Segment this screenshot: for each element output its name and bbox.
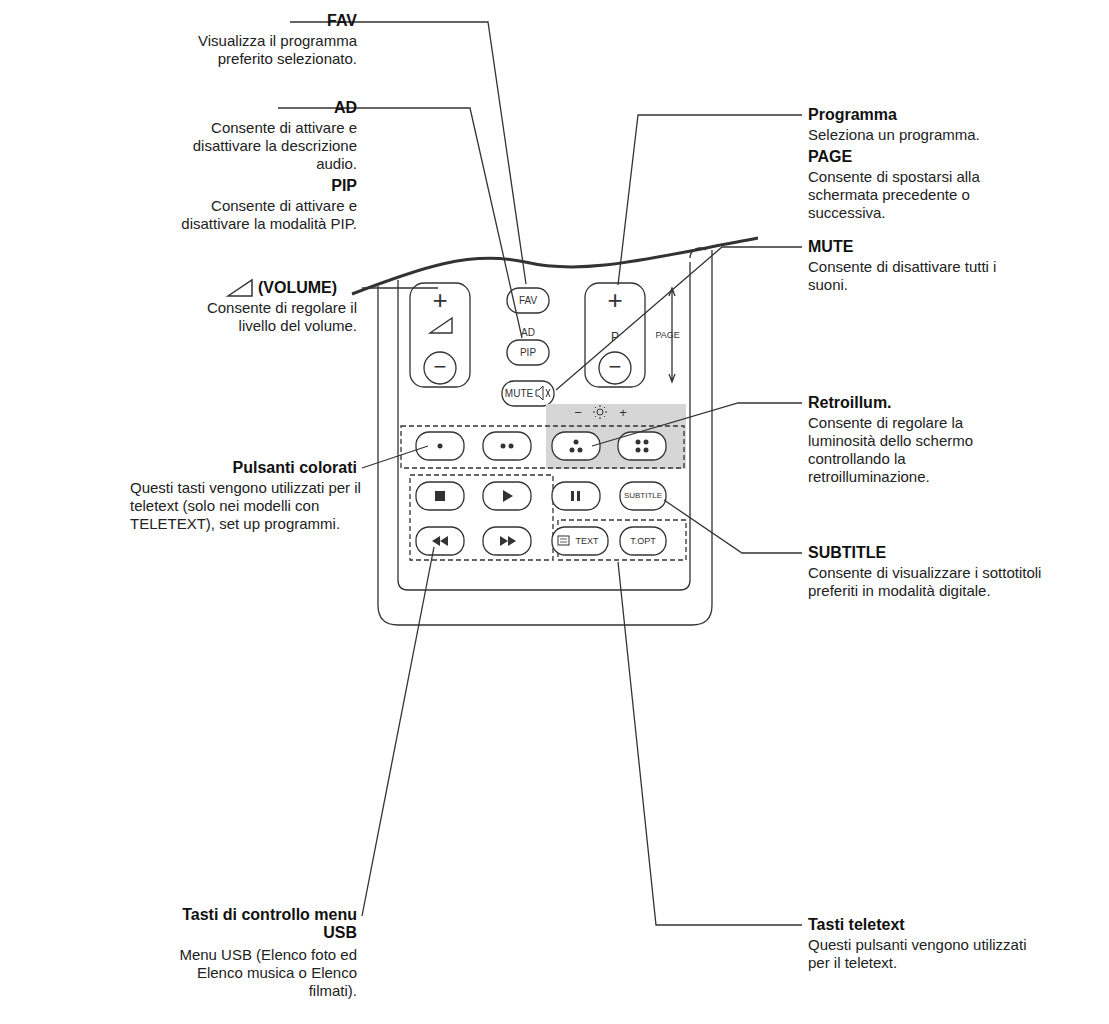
- backlight-plus: +: [619, 406, 627, 419]
- callout-heading: PIP: [207, 177, 357, 195]
- button-label: PIP: [520, 348, 536, 358]
- callout-heading: Tasti teletext: [808, 916, 1068, 934]
- callout-text: Consente di visualizzare i sottotitoli p…: [808, 564, 1043, 600]
- button-label: TEXT: [575, 537, 598, 546]
- callout-heading: PAGE: [808, 148, 1068, 166]
- callout-heading: (VOLUME): [258, 279, 358, 297]
- callout-text: Consente di regolare la luminosità dello…: [808, 414, 988, 486]
- callout-heading: MUTE: [808, 238, 1068, 256]
- callout-text: Consente di regolare il livello del volu…: [172, 299, 357, 335]
- callout-heading: AD: [207, 99, 357, 117]
- button-label: MUTE: [505, 389, 533, 399]
- button-label: FAV: [519, 296, 537, 306]
- callout-text: Menu USB (Elenco foto ed Elenco musica o…: [167, 946, 357, 1000]
- button-symbol: −: [609, 356, 622, 378]
- button-symbol: +: [432, 287, 447, 313]
- callout-text: Consente di attivare e disattivare la mo…: [179, 197, 357, 233]
- callout-text: Seleziona un programma.: [808, 126, 1068, 144]
- page-label: PAGE: [656, 330, 665, 340]
- button-symbol: +: [607, 287, 622, 313]
- callout-heading: Tasti di controllo menu USB: [157, 906, 357, 942]
- button-label: SUBTITLE: [624, 492, 662, 500]
- callout-text: Consente di spostarsi alla schermata pre…: [808, 168, 1013, 222]
- callout-heading: Programma: [808, 106, 1068, 124]
- button-label: AD: [521, 328, 535, 338]
- callout-heading: Retroillum.: [808, 394, 1068, 412]
- callout-text: Questi pulsanti vengono utilizzati per i…: [808, 936, 1033, 972]
- callout-text: Visualizza il programma preferito selezi…: [182, 32, 357, 68]
- callout-heading: Pulsanti colorati: [157, 459, 357, 477]
- button-symbol: −: [434, 356, 447, 378]
- callout-heading: FAV: [207, 12, 357, 30]
- callout-heading: SUBTITLE: [808, 544, 1068, 562]
- callout-text: Consente di disattivare tutti i suoni.: [808, 258, 1033, 294]
- button-label: P: [611, 331, 619, 343]
- backlight-minus: −: [574, 406, 582, 419]
- button-label: T.OPT: [630, 537, 656, 546]
- callout-text: Consente di attivare e disattivare la de…: [179, 119, 357, 173]
- callout-text: Questi tasti vengono utilizzati per il t…: [130, 479, 362, 533]
